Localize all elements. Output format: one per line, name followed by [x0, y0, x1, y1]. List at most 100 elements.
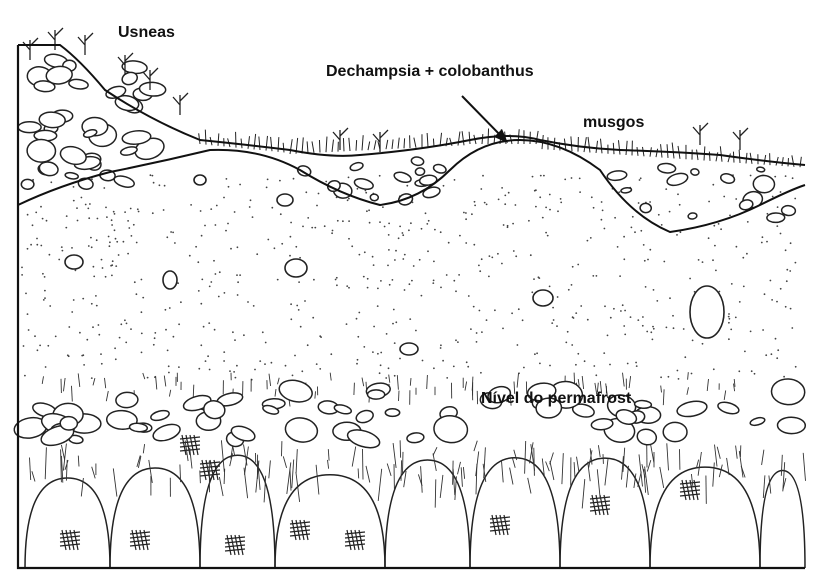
stipple-dot	[102, 267, 104, 269]
stipple-dot	[392, 323, 394, 325]
stipple-dot	[100, 353, 102, 355]
stipple-dot	[455, 339, 457, 341]
wedge-line	[577, 457, 580, 473]
stipple-dot	[467, 366, 469, 368]
stipple-dot	[557, 210, 559, 212]
stipple-dot	[348, 198, 350, 200]
stone	[68, 78, 88, 90]
stone	[663, 422, 687, 442]
wedge-line	[550, 461, 554, 480]
stipple-dot	[730, 329, 732, 331]
stipple-dot	[302, 226, 304, 228]
stipple-dot	[565, 342, 567, 344]
stone	[433, 163, 448, 174]
grass-blade	[728, 154, 730, 163]
stipple-dot	[785, 306, 787, 308]
stipple-dot	[627, 363, 629, 365]
boulder	[194, 175, 206, 185]
stipple-dot	[486, 319, 488, 321]
wedge-line	[578, 379, 579, 386]
stipple-dot	[530, 254, 532, 256]
stone	[717, 400, 741, 416]
wedge-line	[403, 452, 404, 473]
stipple-dot	[634, 231, 636, 233]
stipple-dot	[609, 364, 611, 366]
stipple-dot	[677, 370, 679, 372]
hatch-stroke	[590, 505, 610, 507]
stipple-dot	[762, 236, 764, 238]
stipple-dot	[367, 278, 369, 280]
wedge-line	[461, 467, 462, 487]
stipple-dot	[587, 319, 589, 321]
stipple-dot	[380, 352, 382, 354]
stipple-dot	[433, 367, 435, 369]
stone	[688, 212, 698, 219]
stipple-dot	[720, 228, 722, 230]
stipple-dot	[293, 178, 295, 180]
grass-blade	[469, 132, 470, 144]
stipple-dot	[346, 323, 348, 325]
stipple-dot	[580, 305, 582, 307]
wedge-line	[362, 378, 364, 387]
stipple-dot	[43, 299, 45, 301]
stipple-dot	[394, 342, 396, 344]
stipple-dot	[575, 364, 577, 366]
stipple-dot	[134, 281, 136, 283]
boulder	[533, 290, 553, 306]
stipple-dot	[204, 225, 206, 227]
stipple-dot	[377, 305, 379, 307]
stipple-dot	[358, 312, 360, 314]
stipple-dot	[267, 239, 269, 241]
grass-blade	[374, 140, 376, 150]
stipple-dot	[141, 333, 143, 335]
stipple-dot	[223, 197, 225, 199]
stipple-dot	[663, 261, 665, 263]
wedge-line	[113, 468, 117, 496]
stipple-dot	[440, 347, 442, 349]
stipple-dot	[234, 211, 236, 213]
stipple-dot	[229, 370, 231, 372]
hatch-stroke	[200, 470, 220, 472]
stone	[422, 185, 441, 199]
wedge-line	[667, 443, 669, 470]
stipple-dot	[201, 279, 203, 281]
wedge-line	[502, 461, 504, 483]
stone	[433, 414, 469, 444]
lichen-tuft	[333, 128, 348, 150]
stone	[21, 179, 34, 189]
stipple-dot	[201, 235, 203, 237]
wedge-line	[269, 460, 271, 478]
wedge-line	[143, 444, 144, 453]
stipple-dot	[379, 372, 381, 374]
stipple-dot	[713, 225, 715, 227]
stipple-dot	[388, 249, 390, 251]
stipple-dot	[232, 331, 234, 333]
stipple-dot	[384, 226, 386, 228]
stipple-dot	[23, 345, 25, 347]
stipple-dot	[533, 278, 535, 280]
stipple-dot	[780, 288, 782, 290]
stipple-dot	[316, 205, 318, 207]
stipple-dot	[577, 264, 579, 266]
stipple-dot	[21, 267, 23, 269]
stipple-dot	[432, 282, 434, 284]
wedge-line	[328, 460, 329, 469]
stipple-dot	[164, 185, 166, 187]
stipple-dot	[413, 265, 415, 267]
stipple-dot	[42, 218, 44, 220]
stipple-dot	[382, 206, 384, 208]
stipple-dot	[66, 215, 68, 217]
stipple-dot	[230, 248, 232, 250]
stipple-dot	[640, 177, 642, 179]
stipple-dot	[433, 280, 435, 282]
stipple-dot	[210, 208, 212, 210]
stipple-dot	[572, 316, 574, 318]
stipple-dot	[98, 334, 100, 336]
stipple-dot	[87, 208, 89, 210]
wedge-line	[366, 466, 370, 483]
stone	[370, 194, 379, 201]
stipple-dot	[36, 238, 38, 240]
stipple-dot	[300, 326, 302, 328]
stipple-dot	[393, 309, 395, 311]
stipple-dot	[141, 311, 143, 313]
